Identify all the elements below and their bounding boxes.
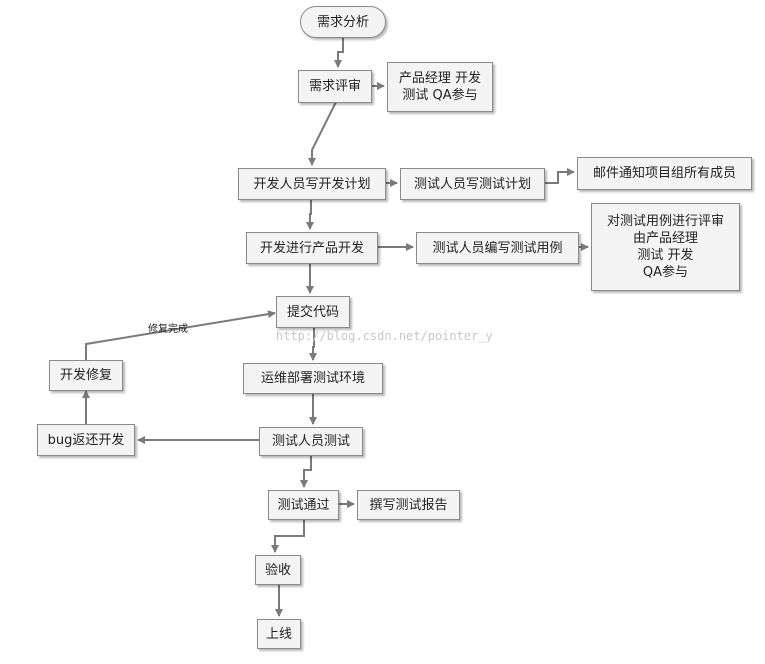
node-test-pass: 测试通过 xyxy=(268,490,339,520)
edge-label-fix-done: 修复完成 xyxy=(148,324,188,335)
node-tester-test: 测试人员测试 xyxy=(259,427,363,456)
edge-tester-to-pass xyxy=(300,456,312,488)
node-ops-deploy: 运维部署测试环境 xyxy=(243,363,383,394)
edge-testplan-to-email xyxy=(545,168,575,184)
edge-review-to-devplan xyxy=(308,101,337,166)
node-dev-plan: 开发人员写开发计划 xyxy=(238,168,386,200)
node-go-live: 上线 xyxy=(257,619,301,649)
node-submit-code: 提交代码 xyxy=(276,296,350,328)
edge-fix-to-submit xyxy=(85,310,276,360)
edge-pass-to-acceptance xyxy=(271,520,305,553)
node-write-report: 撰写测试报告 xyxy=(357,490,460,520)
node-write-test-cases: 测试人员编写测试用例 xyxy=(416,232,579,264)
node-bug-return: bug返还开发 xyxy=(37,424,135,456)
node-review-participants: 产品经理 开发 测试 QA参与 xyxy=(387,62,493,112)
node-acceptance: 验收 xyxy=(255,555,301,585)
node-test-plan: 测试人员写测试计划 xyxy=(400,168,545,200)
node-email-notify: 邮件通知项目组所有成员 xyxy=(577,157,752,190)
node-demand-review: 需求评审 xyxy=(298,70,372,103)
edge-devplan-to-productdev xyxy=(306,200,314,230)
node-demand-analysis: 需求分析 xyxy=(300,6,386,38)
node-product-dev: 开发进行产品开发 xyxy=(246,232,378,264)
edge-analysis-to-review xyxy=(334,38,344,68)
node-dev-fix: 开发修复 xyxy=(49,360,123,391)
edge-submit-to-deploy xyxy=(309,328,317,361)
node-test-case-review: 对测试用例进行评审 由产品经理 测试 开发 QA参与 xyxy=(591,203,740,291)
watermark-url: http://blog.csdn.net/pointer_y xyxy=(276,329,493,343)
